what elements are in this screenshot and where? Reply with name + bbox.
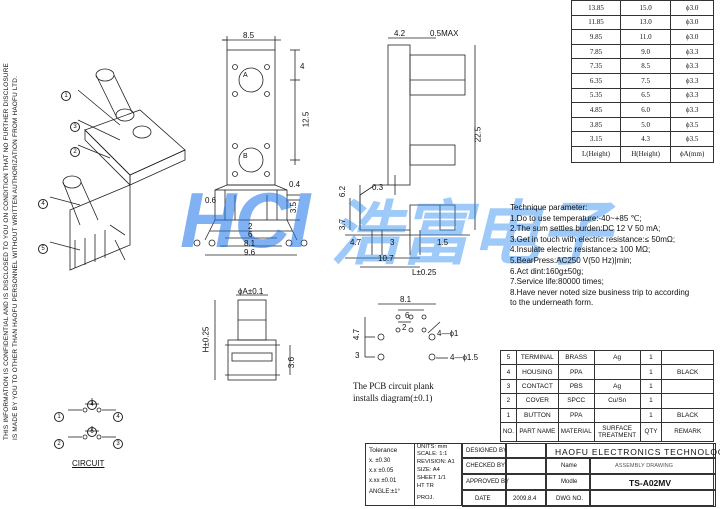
dim-0-4: 0.4 [289,180,301,189]
pcb-dim-6: 6 [405,311,410,320]
technique-item: 5.BearPress:AC250 V(50 Hz)|min; [510,255,632,265]
pcb-dim-3: 3 [355,351,360,360]
technique-item: to the underneath form. [510,298,594,308]
circuit-pin-4: 4 [113,412,123,422]
watermark-chinese: 浩富电子 [330,195,610,273]
bottom-view [214,294,291,381]
dim-22-5: 22.5 [473,126,483,143]
dim-0-3: 0.3 [372,183,384,192]
pcb-view [364,303,448,361]
technique-item: 7.Service life:80000 times; [510,277,604,287]
dim-12-5: 12.5 [301,111,311,128]
technique-item: 3.Get in touch with electric resistance:… [510,234,676,244]
callout-4: 4 [38,199,48,209]
dim-phi-a: ϕA±0.1 [238,287,264,296]
callout-1: 1 [61,91,71,101]
watermark-logo: HCI [180,176,310,264]
dim-6: 6 [248,230,253,239]
dim-0-5max: 0.5MAX [430,29,459,38]
title-block: Tolerance x. ±0.30 x.x ±0.05 x.xx ±0.01 … [365,443,720,507]
pcb-dim-8-1: 8.1 [400,295,412,304]
dim-6-2: 6.2 [338,185,348,198]
label-a: A [243,72,248,79]
technique-item: 2.The sum settles burden:DC 12 V 50 mA; [510,224,661,234]
technique-item: 4.Insulate electric resistance:≥ 100 MΩ; [510,245,651,255]
dim-3-6: 3.6 [287,356,297,369]
isometric-view [49,68,186,271]
dim-9-6: 9.6 [244,248,256,257]
company-cell: HAOFU ELECTRONICS TECHNOLOGY [546,443,720,458]
dim-2: 2 [248,222,253,231]
dim-8-5: 8.5 [243,31,255,40]
front-view [193,36,308,256]
technique-title: Technique parameter: [510,203,588,212]
dim-3-7: 3.7 [338,218,348,231]
dim-3-5: 3.5 [289,201,299,214]
pcb-dim-2: 2 [402,323,407,332]
pcb-dim-4-7: 4.7 [352,328,362,341]
dim-10-7: 10.7 [378,254,394,263]
callout-2: 2 [70,147,80,157]
pcb-caption-2: installs diagram(±0.1) [353,393,433,403]
dim-4-2: 4.2 [394,29,406,38]
pcb-hole-1-5: 4—ϕ1.5 [450,353,479,362]
pcb-caption-1: The PCB circuit plank [353,381,434,391]
pcb-hole-1: 4—ϕ1 [437,329,459,338]
technique-parameters: Technique parameter: 1.Do to use tempera… [510,203,689,309]
dim-4-7: 4.7 [350,238,362,247]
circuit-pin-6: 6 [87,427,97,437]
circuit-pin-3: 3 [113,439,123,449]
label-b: B [243,153,248,160]
circuit-label: CIRCUIT [72,459,105,468]
dim-3: 3 [390,238,395,247]
dim-h: H±0.25 [201,326,211,353]
circuit-pin-2: 2 [54,439,64,449]
callout-5: 5 [38,244,48,254]
callout-3: 3 [70,122,80,132]
info-cell: UNITS: mm SCALE: 1:1 REVISION: A1 SIZE: … [414,443,462,506]
dim-8-1: 8.1 [244,239,256,248]
dim-0-6: 0.6 [205,196,217,205]
technique-item: 1.Do to use temperature:-40~+85 ℃; [510,213,642,223]
dim-l: L±0.25 [412,268,437,277]
dim-1-5: 1.5 [437,238,449,247]
technique-item: 8.Have never noted size business trip to… [510,287,690,297]
circuit-pin-1: 1 [54,412,64,422]
technique-item: 6.Act dint:160g±50g; [510,266,584,276]
side-view [345,37,476,268]
tolerance-cell: Tolerance x. ±0.30 x.x ±0.05 x.xx ±0.01 … [369,447,401,495]
circuit-pin-4a: 4 [87,400,97,410]
table-header-row: L(Height)H(Height)ϕA(mm) [571,145,714,163]
dim-4: 4 [300,62,305,71]
